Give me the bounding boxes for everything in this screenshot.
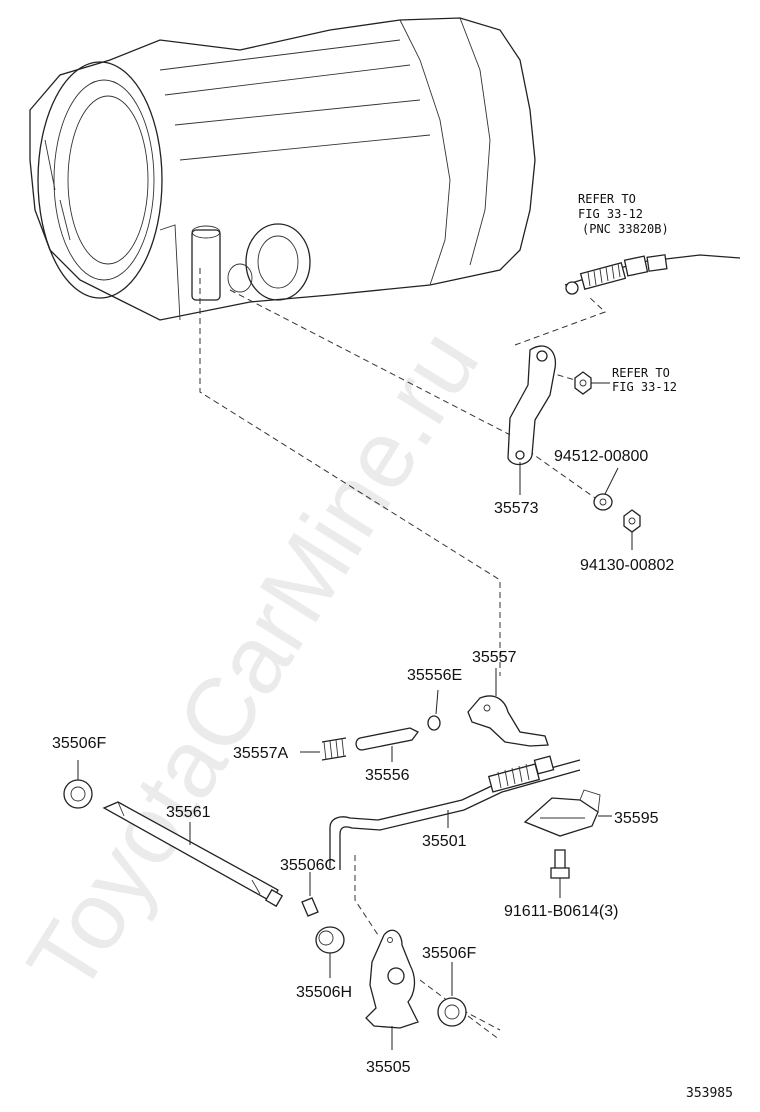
label-35573: 35573 (494, 500, 539, 517)
label-35506H: 35506H (296, 984, 352, 1001)
pin-35556 (355, 727, 419, 762)
rod-35501 (329, 755, 581, 870)
label-35556: 35556 (365, 767, 410, 784)
seal-35506F-bottom (437, 962, 467, 1027)
watermark: ToyotaCarMine.ru (7, 312, 499, 1011)
cable-ref-note: REFER TO FIG 33-12 (PNC 33820B) (578, 192, 669, 236)
label-35557A: 35557A (233, 745, 288, 762)
cable-ref-line-2: FIG 33-12 (578, 207, 643, 221)
label-35501: 35501 (422, 833, 467, 850)
lever-35573 (507, 345, 557, 495)
label-35506F-bottom: 35506F (422, 945, 476, 962)
nut-ref (574, 371, 610, 395)
nut-ref-note: REFER TO FIG 33-12 (612, 366, 677, 394)
cable-ref-line-1: REFER TO (578, 192, 636, 206)
bushing-35506H (315, 926, 345, 978)
label-35595: 35595 (614, 810, 659, 827)
label-35557: 35557 (472, 649, 517, 666)
nut-94130 (623, 509, 641, 550)
lever-35505 (365, 929, 419, 1050)
label-91611-B0614: 91611-B0614(3) (504, 903, 618, 920)
washer-94512 (593, 467, 619, 511)
label-35506F-top: 35506F (52, 735, 106, 752)
nut-ref-line-2: FIG 33-12 (612, 380, 677, 394)
nut-ref-line-1: REFER TO (612, 366, 670, 380)
transmission-housing (29, 17, 536, 321)
label-35561: 35561 (166, 804, 211, 821)
spring-35557A (300, 737, 347, 761)
label-94130-00802: 94130-00802 (580, 557, 674, 574)
shaft-35561 (102, 801, 284, 908)
bracket-35595 (523, 789, 612, 837)
bolt-91611 (550, 849, 570, 898)
figure-number: 353985 (686, 1086, 733, 1101)
cable-ref-line-3: (PNC 33820B) (582, 222, 669, 236)
pin-35506C (301, 872, 319, 917)
label-94512-00800: 94512-00800 (554, 448, 648, 465)
clip-35556E (427, 689, 441, 731)
label-35505: 35505 (366, 1059, 411, 1076)
control-cable-end (564, 254, 741, 295)
label-35556E: 35556E (407, 667, 462, 684)
lever-35557 (467, 668, 549, 747)
label-35506C: 35506C (280, 857, 336, 874)
dashed-guides (199, 268, 606, 1041)
seal-35506F-top (63, 760, 93, 809)
